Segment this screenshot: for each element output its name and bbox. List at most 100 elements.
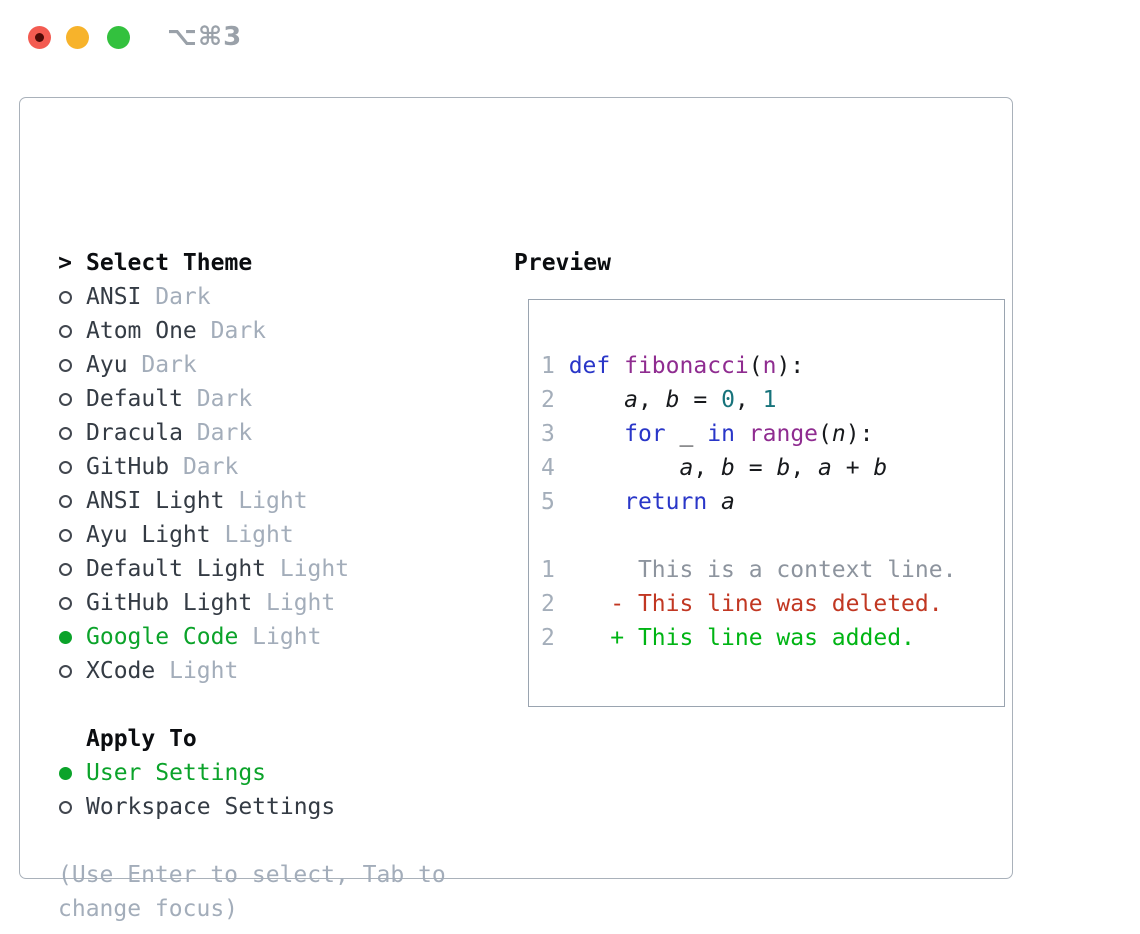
token-plain bbox=[610, 353, 624, 379]
theme-option[interactable]: Atom One Dark bbox=[58, 314, 446, 348]
theme-option[interactable]: ANSI Dark bbox=[58, 280, 446, 314]
radio-icon bbox=[58, 314, 72, 348]
option-label: Default Light bbox=[86, 556, 267, 582]
apply-to-option[interactable]: Workspace Settings bbox=[58, 790, 446, 824]
apply-to-option[interactable]: User Settings bbox=[58, 756, 446, 790]
close-button[interactable] bbox=[28, 26, 51, 49]
token-variable: _ bbox=[679, 421, 694, 447]
line-number: 3 bbox=[541, 421, 569, 447]
theme-option[interactable]: Ayu Dark bbox=[58, 348, 446, 382]
option-label: ANSI Light bbox=[86, 488, 225, 514]
select-theme-heading-label: Select Theme bbox=[86, 250, 253, 276]
unsaved-indicator-icon bbox=[35, 33, 44, 42]
option-variant-label: Dark bbox=[182, 386, 253, 412]
token-plain bbox=[693, 421, 707, 447]
radio-icon bbox=[58, 416, 72, 450]
window-title-shortcut: ⌥⌘3 bbox=[167, 22, 243, 52]
theme-option[interactable]: XCode Light bbox=[58, 654, 446, 688]
minimize-button[interactable] bbox=[66, 26, 89, 49]
code-line: 2 a, b = 0, 1 bbox=[541, 383, 1004, 417]
theme-option[interactable]: ANSI Light Light bbox=[58, 484, 446, 518]
theme-option[interactable]: Dracula Dark bbox=[58, 416, 446, 450]
token-variable: b bbox=[721, 455, 735, 481]
option-label: GitHub Light bbox=[86, 590, 253, 616]
radio-icon bbox=[58, 280, 72, 314]
select-theme-heading: > Select Theme bbox=[58, 246, 446, 280]
token-variable: a bbox=[624, 387, 638, 413]
token-keyword: return bbox=[624, 489, 708, 515]
cursor-icon: > bbox=[58, 250, 72, 276]
theme-option[interactable]: Default Light Light bbox=[58, 552, 446, 586]
diff-text: This is a context line. bbox=[568, 557, 957, 583]
radio-icon bbox=[58, 382, 72, 416]
option-label: User Settings bbox=[86, 760, 267, 786]
theme-option[interactable]: Default Dark bbox=[58, 382, 446, 416]
token-plain: , bbox=[637, 387, 666, 413]
token-variable: a bbox=[818, 455, 832, 481]
token-function: fibonacci bbox=[624, 353, 749, 379]
diff-line-deleted: 2 - This line was deleted. bbox=[541, 587, 1004, 621]
option-label: Google Code bbox=[86, 624, 239, 650]
option-variant-label: Dark bbox=[182, 420, 253, 446]
option-label: GitHub bbox=[86, 454, 170, 480]
token-plain: = bbox=[679, 387, 722, 413]
token-plain: , bbox=[790, 455, 819, 481]
radio-icon bbox=[58, 450, 72, 484]
apply-to-heading-label: Apply To bbox=[86, 726, 197, 752]
theme-option[interactable]: Ayu Light Light bbox=[58, 518, 446, 552]
token-plain bbox=[569, 421, 624, 447]
diff-text: - This line was deleted. bbox=[568, 591, 943, 617]
theme-option[interactable]: GitHub Dark bbox=[58, 450, 446, 484]
token-plain: ( bbox=[818, 421, 832, 447]
radio-icon bbox=[58, 654, 72, 688]
diff-preview: 1 This is a context line.2 - This line w… bbox=[541, 553, 1004, 655]
option-label: Ayu Light bbox=[86, 522, 211, 548]
radio-selected-icon bbox=[58, 756, 72, 790]
code-line: 5 return a bbox=[541, 485, 1004, 519]
token-plain bbox=[569, 387, 624, 413]
line-number: 2 bbox=[541, 625, 569, 651]
diff-line-added: 2 + This line was added. bbox=[541, 621, 1004, 655]
help-text-line: change focus) bbox=[58, 896, 239, 922]
line-number: 4 bbox=[541, 455, 569, 481]
option-variant-label: Dark bbox=[127, 352, 197, 378]
line-number: 1 bbox=[541, 353, 569, 379]
option-label: Ayu bbox=[86, 352, 128, 378]
line-number: 5 bbox=[541, 489, 569, 515]
option-label: Default bbox=[86, 386, 183, 412]
blank-line bbox=[541, 519, 1004, 553]
line-number: 2 bbox=[541, 387, 569, 413]
token-plain: , bbox=[693, 455, 722, 481]
token-keyword: def bbox=[568, 353, 611, 379]
diff-text: + This line was added. bbox=[568, 625, 915, 651]
token-plain: = bbox=[734, 455, 777, 481]
theme-option[interactable]: Google Code Light bbox=[58, 620, 446, 654]
theme-option[interactable]: GitHub Light Light bbox=[58, 586, 446, 620]
line-number: 2 bbox=[541, 591, 569, 617]
radio-selected-icon bbox=[58, 620, 72, 654]
radio-icon bbox=[58, 518, 72, 552]
spacer bbox=[58, 688, 446, 722]
token-plain: ): bbox=[776, 353, 805, 379]
token-variable: b bbox=[873, 455, 888, 481]
zoom-button[interactable] bbox=[107, 26, 130, 49]
token-plain bbox=[569, 455, 680, 481]
preview-heading: Preview bbox=[514, 250, 611, 276]
option-label: ANSI bbox=[86, 284, 142, 310]
token-keyword: for bbox=[624, 421, 666, 447]
token-plain: ): bbox=[845, 421, 874, 447]
radio-icon bbox=[58, 348, 72, 382]
option-label: XCode bbox=[86, 658, 156, 684]
token-variable: a bbox=[721, 489, 735, 515]
spacer bbox=[58, 824, 446, 858]
code-line: 1 def fibonacci(n): bbox=[541, 349, 1004, 383]
token-plain bbox=[666, 421, 680, 447]
token-variable: a bbox=[679, 455, 694, 481]
token-plain: + bbox=[831, 455, 874, 481]
token-function: range bbox=[748, 421, 819, 447]
